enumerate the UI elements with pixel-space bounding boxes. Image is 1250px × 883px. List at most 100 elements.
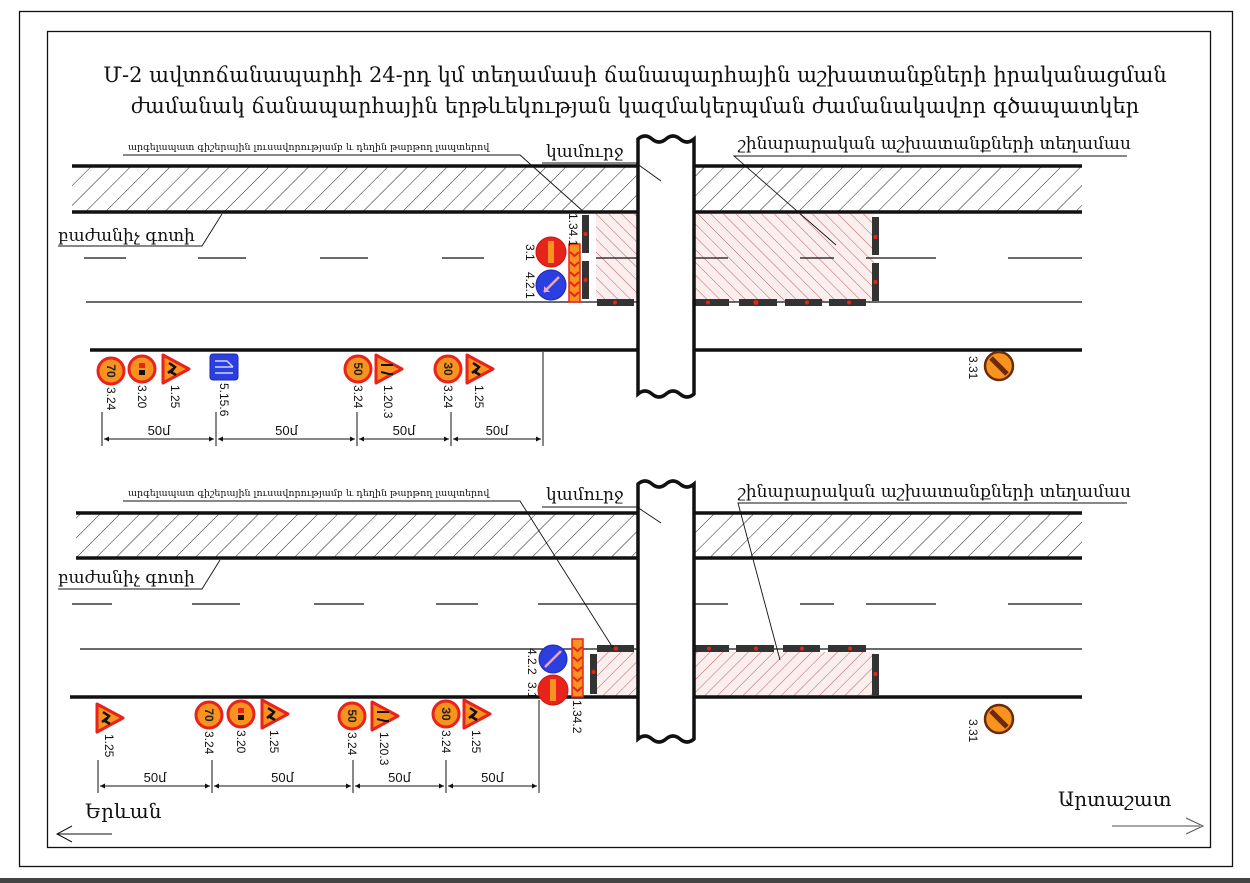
sign-code: 3.1 (525, 682, 539, 699)
sign-code: 1.20.3 (381, 385, 395, 419)
sign-3-31-end-restrictions: 3.31 (966, 703, 1015, 743)
distance-label: 50մ (275, 423, 298, 438)
sign-code: 3.24 (439, 730, 453, 754)
sign-lane-direction-5-15-6: 5.15.6 (209, 353, 239, 417)
sign-4-2-2-keep-right: 4.2.2 (525, 644, 568, 675)
sign-4-2-1-keep-left: 4.2.1 (523, 269, 567, 301)
distance-label: 50մ (271, 770, 294, 785)
sign-no-overtaking-3-20: 3.20 (127, 354, 157, 409)
work-zone-label-top: շինարարական աշխատանքների տեղամաս (737, 134, 1131, 154)
distance-segment: 50մ (104, 423, 214, 442)
sign-code: 1.25 (267, 730, 281, 754)
sign-code: 3.31 (966, 719, 980, 743)
distance-label: 50մ (148, 423, 171, 438)
speed-value: 30 (439, 707, 453, 721)
sign-no-overtaking-3-20: 3.20 (226, 699, 256, 754)
sign-code: 4.2.1 (523, 272, 537, 299)
sign-speed-limit-3-24: 503.24 (343, 354, 373, 409)
speed-value: 70 (104, 364, 118, 378)
sign-speed-limit-3-24: 703.24 (194, 700, 224, 755)
sign-code: 3.20 (135, 385, 149, 409)
distance-segment: 50մ (453, 423, 541, 442)
sign-code: 3.24 (202, 731, 216, 755)
fence-note-top: արգելապատ գիշերային լուսավորությամբ և դե… (128, 142, 490, 153)
bridge-label-bottom: կամուրջ (546, 485, 624, 505)
distance-segment: 50մ (355, 770, 444, 789)
sign-3-1-no-entry: 3.1 (523, 236, 567, 268)
sign-road-works-1-25: 1.25 (161, 353, 191, 409)
sign-code: 1.25 (168, 385, 182, 409)
median-strip-left (72, 166, 638, 212)
sign-code: 1.25 (469, 730, 483, 754)
screen-bottom-edge (0, 878, 1250, 883)
sign-road-narrows-1-20-3: 1.20.3 (374, 353, 404, 419)
sign-3-31-end-restrictions: 3.31 (966, 350, 1015, 382)
barriers (582, 215, 879, 306)
speed-value: 50 (345, 709, 359, 723)
barriers (590, 645, 879, 696)
work-zone-left (596, 652, 638, 696)
sign-1-34-1-chevron-board: 1.34.1 (566, 213, 581, 303)
inner-frame (46, 30, 1212, 849)
median-label-top: բաժանիչ գոտի (58, 226, 195, 246)
sign-speed-limit-3-24: 303.24 (431, 699, 461, 754)
sign-code: 1.20.3 (377, 732, 391, 766)
median-strip-right (694, 513, 1082, 558)
sign-code: 3.24 (351, 385, 365, 409)
distance-label: 50մ (481, 770, 504, 785)
sign-code: 3.20 (234, 730, 248, 754)
sign-code: 3.1 (523, 244, 537, 261)
median-strip-left (76, 513, 638, 558)
sign-1-34-2-chevron-board: 1.34.2 (570, 638, 584, 734)
city-yerevan: Երևան (85, 799, 162, 823)
sign-speed-limit-3-24: 303.24 (433, 354, 463, 409)
distance-segment: 50մ (218, 423, 355, 442)
distance-segment: 50մ (214, 770, 351, 789)
median-strip-right (694, 166, 1082, 212)
fence-note-bottom: արգելապատ գիշերային լուսավորությամբ և դե… (128, 488, 490, 499)
distance-segment: 50մ (100, 770, 210, 789)
sign-speed-limit-3-24: 503.24 (337, 701, 367, 756)
distance-segment: 50մ (448, 770, 537, 789)
distance-label: 50մ (388, 770, 411, 785)
speed-value: 50 (351, 362, 365, 376)
bridge (636, 134, 696, 744)
sign-code: 3.24 (345, 732, 359, 756)
speed-value: 30 (441, 362, 455, 376)
annotations: արգելապատ գիշերային լուսավորությամբ և դե… (58, 134, 1131, 661)
median-label-bottom: բաժանիչ գոտի (58, 568, 195, 588)
title-line-2: ժամանակ ճանապարհային երթևեկության կազմակ… (131, 94, 1139, 118)
sign-speed-limit-3-24: 703.24 (96, 356, 126, 411)
sign-road-works-1-25: 1.25 (95, 702, 125, 758)
sign-code: 1.34.1 (566, 213, 580, 247)
distance-label: 50մ (144, 770, 167, 785)
sign-code: 1.25 (102, 734, 116, 758)
sign-3-1-no-entry: 3.1 (525, 674, 569, 706)
sign-code: 1.34.2 (570, 700, 584, 734)
direction-left: Երևան (55, 799, 162, 843)
sign-road-works-1-25: 1.25 (260, 698, 290, 754)
work-zone-label-bottom: շինարարական աշխատանքների տեղամաս (737, 482, 1131, 502)
sign-code: 3.24 (104, 387, 118, 411)
sign-road-works-1-25: 1.25 (465, 353, 495, 409)
dimension-line-top: 50մ 50մ 50մ 50մ (101, 352, 544, 446)
bridge-label-top: կամուրջ (546, 142, 624, 162)
sign-code: 4.2.2 (525, 648, 539, 675)
sign-code: 1.25 (472, 385, 486, 409)
distance-label: 50մ (486, 423, 509, 438)
speed-value: 70 (202, 708, 216, 722)
sign-code: 3.24 (441, 385, 455, 409)
title-line-1: Մ-2 ավտոճանապարհի 24-րդ կմ տեղամասի ճանա… (103, 63, 1167, 87)
sign-road-narrows-1-20-3: 1.20.3 (370, 700, 400, 766)
sign-code: 3.31 (966, 356, 980, 380)
work-zone-right (694, 652, 874, 696)
sign-road-works-1-25: 1.25 (462, 698, 492, 754)
distance-label: 50մ (393, 423, 416, 438)
direction-right: Արտաշատ (1058, 787, 1205, 835)
city-artashat: Արտաշատ (1058, 787, 1172, 811)
